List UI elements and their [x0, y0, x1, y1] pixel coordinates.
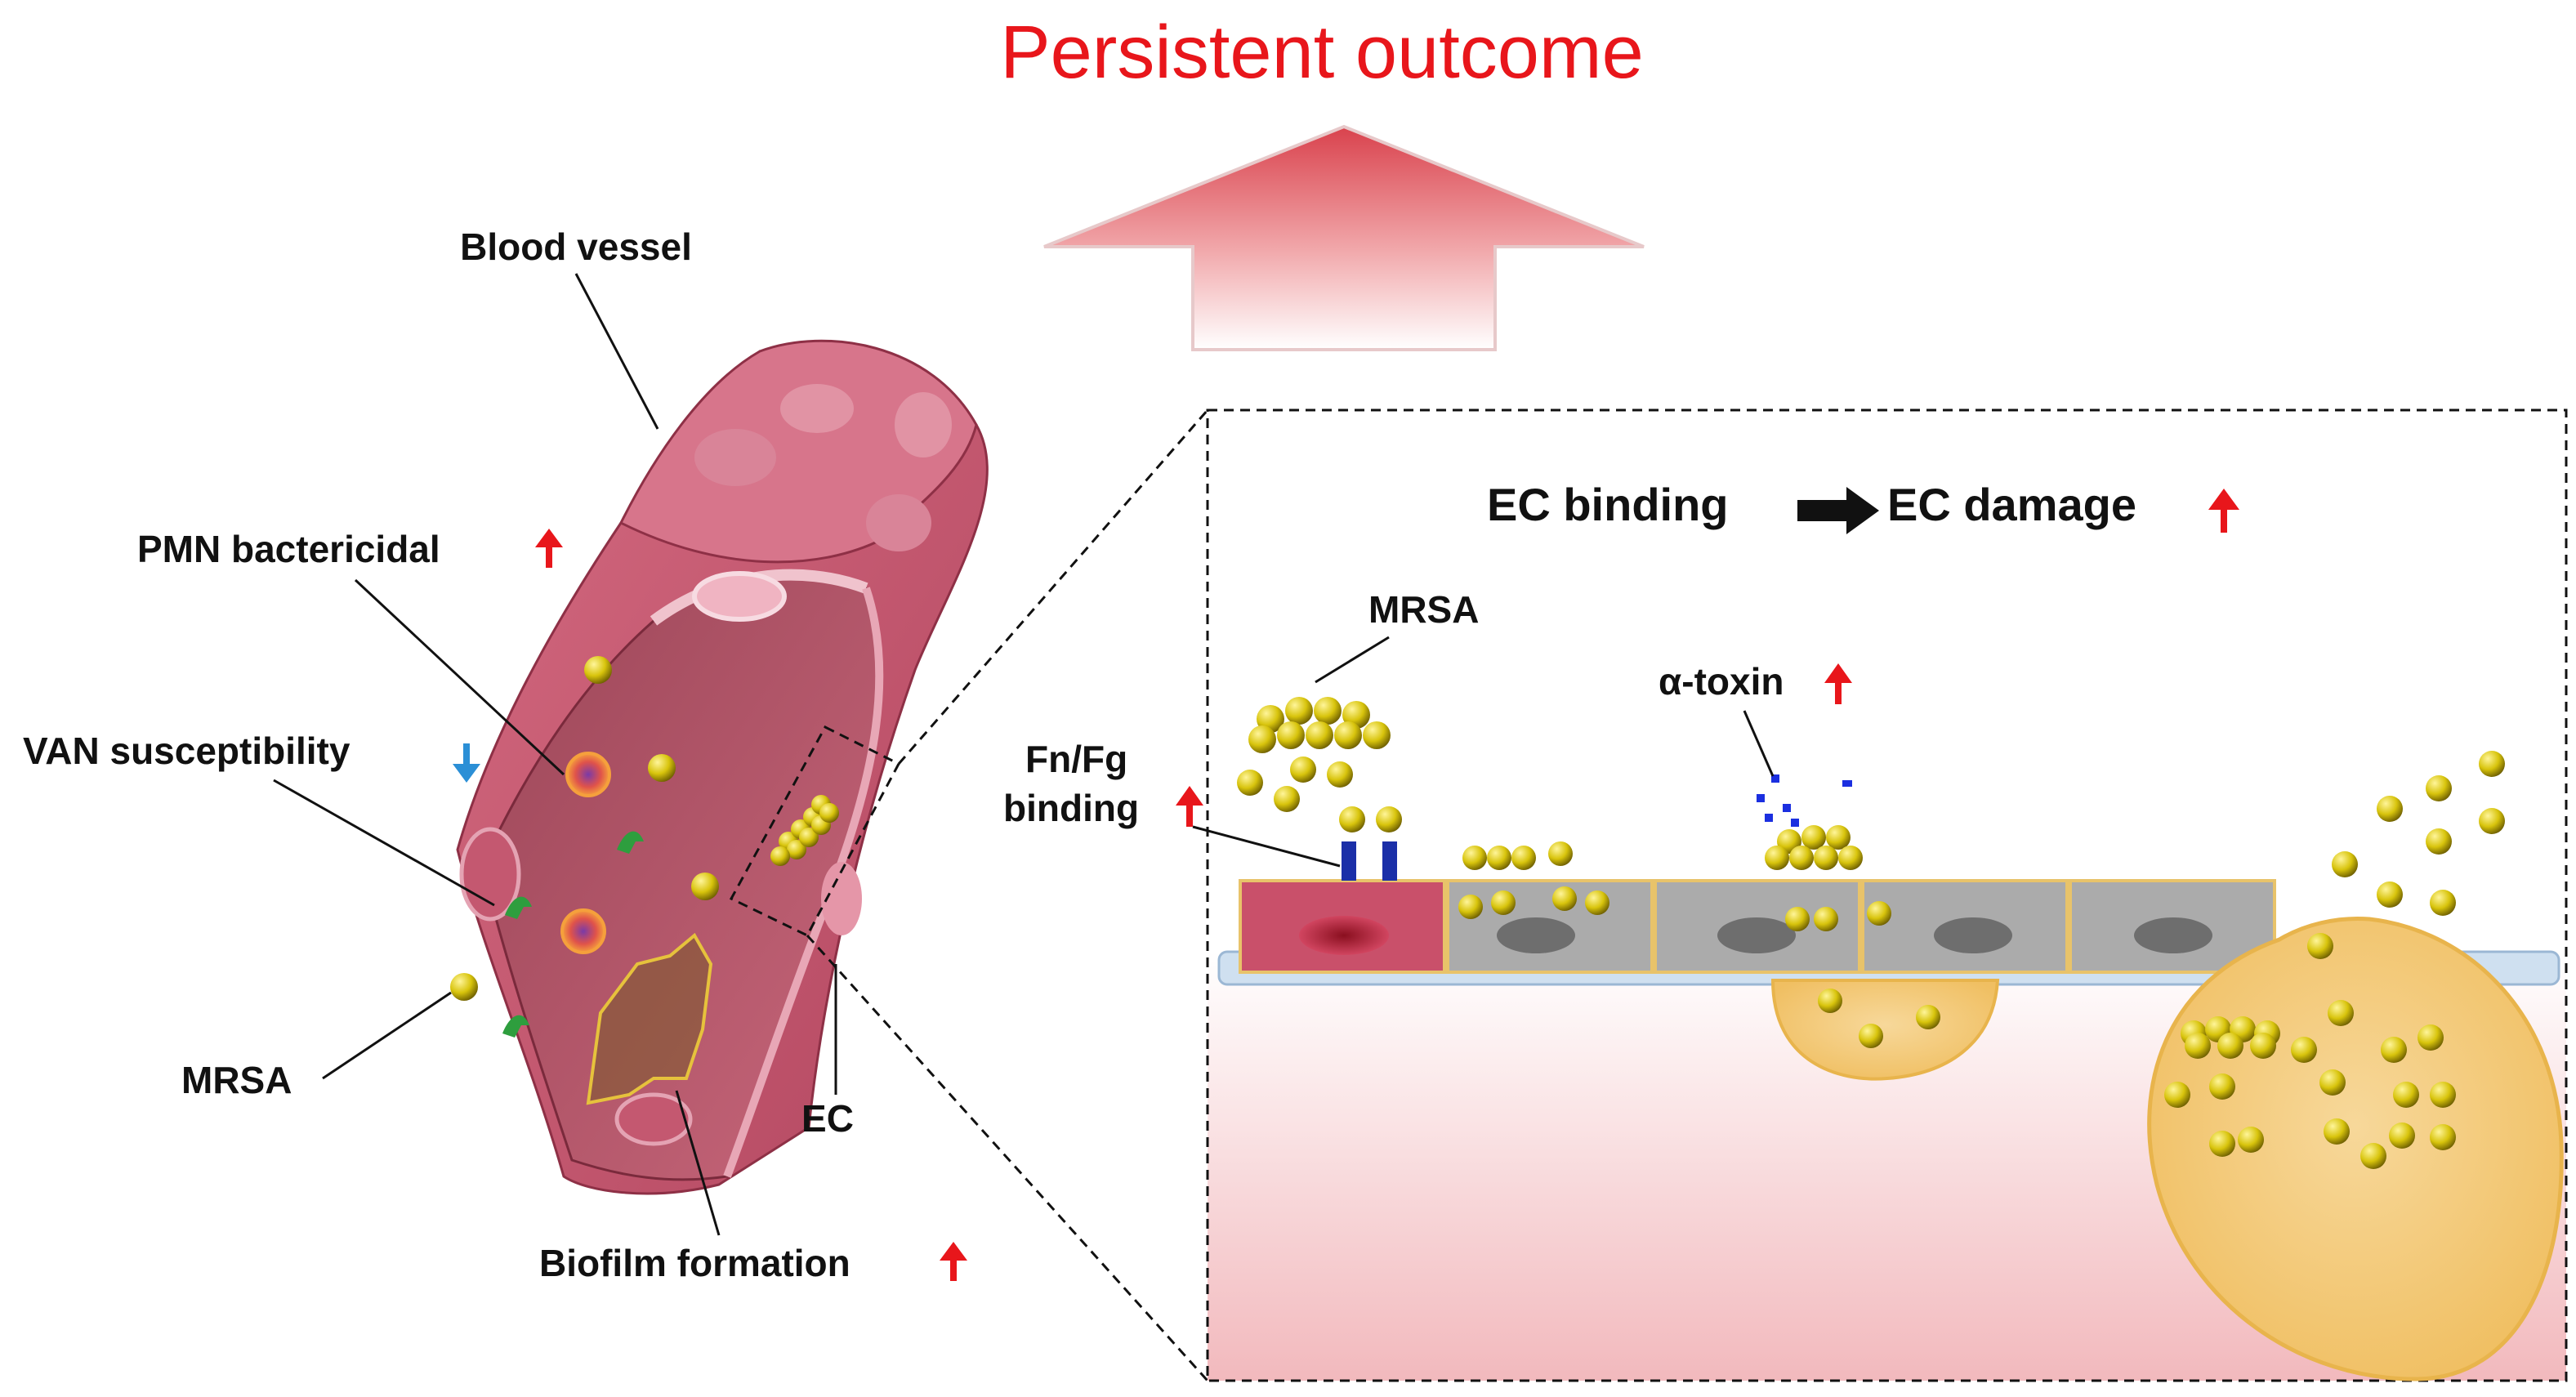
mrsa-cluster-middle	[1765, 825, 1891, 931]
label-fn-fg: Fn/Fg	[1025, 738, 1127, 780]
label-ec-binding: EC binding	[1487, 479, 1729, 530]
label-ec-damage: EC damage	[1887, 479, 2136, 530]
mrsa-bacterium	[584, 656, 612, 684]
label-ec: EC	[801, 1097, 854, 1140]
van-marker	[505, 896, 532, 919]
endothelial-cell	[1446, 879, 1654, 974]
up-arrow-icon	[1824, 663, 1852, 704]
zoom-box	[729, 725, 901, 937]
label-mrsa-inset: MRSA	[1368, 588, 1479, 631]
label-biofilm: Biofilm formation	[539, 1242, 850, 1284]
pmn-cell	[565, 752, 611, 797]
pmn-cell	[560, 908, 606, 954]
leader-blood-vessel	[574, 273, 659, 430]
label-mrsa-vessel: MRSA	[181, 1059, 292, 1101]
up-arrow-icon	[1176, 786, 1203, 827]
label-alpha-toxin: α-toxin	[1659, 660, 1784, 703]
leader-mrsa-inset	[1315, 636, 1390, 684]
fn-fg-receptor	[1342, 841, 1397, 881]
alpha-toxin-particles	[1757, 774, 1852, 827]
label-pmn: PMN bactericidal	[137, 528, 440, 570]
mrsa-in-large-abscess	[2164, 1000, 2456, 1169]
leader-biofilm	[675, 1090, 721, 1236]
up-arrow-icon	[2208, 489, 2239, 533]
label-binding: binding	[1003, 787, 1139, 829]
page-title: Persistent outcome	[1000, 11, 1643, 94]
leader-mrsa	[322, 991, 452, 1080]
blood-vessel-illustration	[456, 339, 989, 1195]
mrsa-escaping	[2307, 751, 2505, 959]
leader-pmn	[354, 578, 565, 776]
right-arrow-icon	[1797, 487, 1879, 534]
leader-van	[273, 779, 495, 907]
up-arrow-icon	[1043, 124, 1645, 351]
zoom-connector-bottom	[806, 934, 1209, 1382]
down-arrow-icon	[453, 743, 480, 783]
mrsa-on-cell	[1458, 841, 1609, 919]
up-arrow-icon	[535, 529, 563, 568]
leader-alpha-toxin	[1743, 710, 1775, 777]
bacteria-cluster-vessel	[770, 795, 839, 866]
mrsa-bacterium	[691, 873, 719, 900]
endothelial-cell	[1861, 879, 2069, 974]
mrsa-bacterium	[648, 754, 676, 782]
mrsa-cluster-top	[1248, 697, 1391, 753]
label-blood-vessel: Blood vessel	[460, 225, 692, 268]
label-van: VAN susceptibility	[23, 730, 350, 772]
up-arrow-icon	[940, 1242, 967, 1281]
leader-fn-fg	[1192, 825, 1341, 868]
van-marker	[502, 1015, 529, 1038]
mrsa-bacteria-falling	[1237, 757, 1402, 832]
van-marker	[617, 831, 644, 854]
damaged-endothelial-cell	[1239, 879, 1446, 974]
zoom-connector-top	[897, 409, 1209, 765]
biofilm-patch	[586, 932, 713, 1105]
mrsa-bacterium	[450, 973, 478, 1001]
mrsa-in-small-abscess	[1818, 989, 1940, 1048]
